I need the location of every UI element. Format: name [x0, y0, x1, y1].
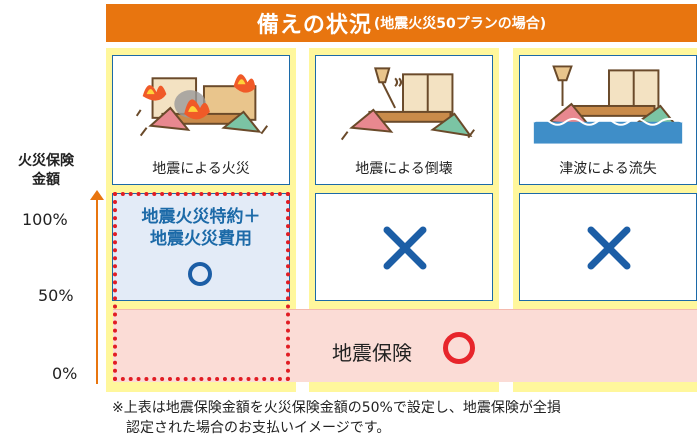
title-main: 備えの状況: [256, 13, 372, 38]
tick-50: 50%: [38, 286, 74, 305]
axis-line: [96, 198, 98, 384]
axis-arrow-icon: [90, 190, 104, 200]
footnote-line1: ※上表は地震保険金額を火災保険金額の50%で設定し、地震保険が全損: [112, 400, 561, 416]
not-covered-cross-icon: [383, 226, 427, 270]
coverage-panel-fire: 地震火災特約＋ 地震火災費用: [112, 193, 290, 301]
caption-collapse: 地震による倒壊: [355, 161, 453, 177]
caption-tsunami: 津波による流失: [559, 161, 657, 177]
footnote-line2: 認定された場合のお支払いイメージです。: [126, 420, 391, 436]
coverage-text-line1: 地震火災特約＋: [141, 207, 261, 227]
fire-coverage-highlight: [113, 192, 290, 381]
fire-illustration-icon: [135, 74, 269, 137]
image-panel-tsunami: 津波による流失: [519, 55, 697, 185]
tick-100: 100%: [22, 210, 68, 229]
earthquake-covered-circle-icon: [443, 332, 475, 364]
tick-0: 0%: [52, 364, 78, 383]
collapse-illustration-icon: [340, 67, 475, 141]
coverage-panel-collapse: [315, 193, 493, 301]
caption-fire: 地震による火災: [152, 161, 250, 177]
earthquake-insurance-label: 地震保険: [332, 341, 412, 365]
image-panel-fire: 地震による火災: [112, 55, 290, 185]
axis-title: 火災保険 金額: [18, 152, 74, 190]
footnote: ※上表は地震保険金額を火災保険金額の50%で設定し、地震保険が全損 認定された場…: [112, 398, 561, 438]
tsunami-illustration-icon: [533, 65, 683, 144]
title-banner: 備えの状況 (地震火災50プランの場合): [106, 4, 697, 42]
coverage-panel-tsunami: [519, 193, 697, 301]
title-sub: (地震火災50プランの場合): [373, 16, 547, 32]
covered-circle-icon: [188, 262, 212, 286]
not-covered-cross-icon: [587, 226, 631, 270]
image-panel-collapse: 地震による倒壊: [315, 55, 493, 185]
axis-title-line1: 火災保険: [18, 153, 74, 169]
coverage-text-line2: 地震火災費用: [150, 229, 252, 249]
axis-title-line2: 金額: [32, 172, 60, 188]
earthquake-insurance-band: [113, 309, 697, 382]
